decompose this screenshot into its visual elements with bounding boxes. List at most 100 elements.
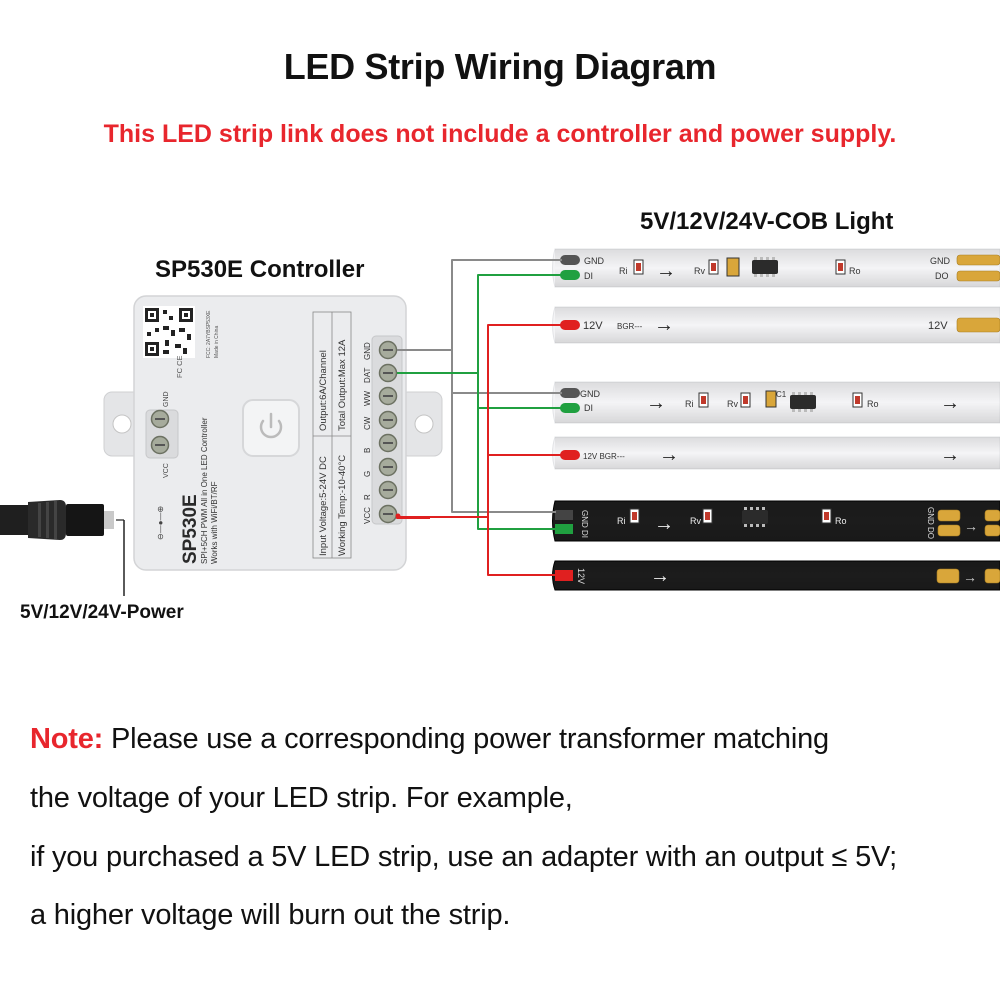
- qr-code: [143, 306, 195, 358]
- strip-1-do-label: DO: [935, 271, 949, 281]
- strip-5-pad-do-a: [937, 524, 961, 537]
- strip-5-arrow-2: →: [964, 518, 978, 534]
- vcc-junction: [395, 513, 401, 519]
- strip-black-power: 12V→→: [552, 560, 1000, 591]
- chip-pin: [792, 409, 795, 412]
- strip-3-rv-label: Rv: [727, 399, 738, 409]
- strip-4-12v-cap: [560, 450, 580, 460]
- strip-2-12v-label: 12V: [583, 320, 603, 332]
- dc-polarity-symbol: ⊖—●—⊕: [156, 506, 165, 540]
- chip-pin: [744, 507, 747, 510]
- strip-1-led-ri-core: [636, 263, 641, 271]
- strip-1-pad-do: [956, 270, 1000, 282]
- strip-5-pad-gnd-b: [984, 509, 1000, 522]
- strip-1-di-cap: [560, 270, 580, 280]
- note-line-4: a higher voltage will burn out the strip…: [30, 899, 511, 931]
- chip-pin: [766, 274, 769, 277]
- controller-small-print: FCC: 2A7YBSP53XE: [206, 310, 212, 358]
- power-terminal-block: GND VCC FC CE ⊖—●—⊕: [145, 356, 184, 540]
- wire-vcc-strip-6: [487, 517, 556, 576]
- wire-gnd-strip-1: [397, 259, 562, 351]
- strip-2-12v-out-label: 12V: [928, 320, 948, 332]
- strip-1-cap: [726, 257, 740, 277]
- strip-5-di-cap: [555, 524, 573, 534]
- strip-3-arrow-2: →: [940, 392, 960, 414]
- wires: [395, 259, 562, 576]
- terminal-label-cw: CW: [363, 416, 372, 430]
- controller-made-in: Made in China: [214, 326, 220, 358]
- chip-pin: [754, 274, 757, 277]
- note-line-2: the voltage of your LED strip. For examp…: [30, 782, 573, 814]
- strip-5-gnd-label: GND DI: [580, 510, 589, 538]
- power-icon: [259, 419, 283, 439]
- dc-power-plug: [0, 500, 125, 596]
- strip-6-12v-label: 12V: [576, 568, 586, 584]
- strip-5-gnd-out-label: GND DO: [926, 507, 935, 539]
- strip-4-arrow-2: →: [940, 444, 960, 466]
- chip-pin: [772, 274, 775, 277]
- plug-sleeve[interactable]: [66, 504, 104, 536]
- strip-3-di-cap: [560, 403, 580, 413]
- chip-pin: [772, 257, 775, 260]
- strip-1-ic: [752, 260, 778, 274]
- strip-1-gnd-out-label: GND: [930, 256, 951, 266]
- chip-pin: [766, 257, 769, 260]
- controller-subtitle-2: Works with WiFi/BT/RF: [210, 481, 219, 564]
- mounting-hole-right: [414, 414, 434, 434]
- strip-5-gnd-cap: [555, 510, 573, 520]
- strip-5-led-ri-core: [632, 512, 637, 520]
- strip-6-pad-a: [936, 568, 960, 584]
- terminal-label-b: B: [363, 448, 372, 453]
- terminal-label-dat: DAT: [363, 367, 372, 383]
- power-terminal-label-vcc: VCC: [163, 463, 170, 478]
- power-label: 5V/12V/24V-Power: [20, 602, 184, 623]
- strip-5-led-ro-core: [824, 512, 829, 520]
- wire-gnd-strip-3: [451, 350, 562, 394]
- cert-marks: FC CE: [175, 356, 184, 379]
- terminal-label-gnd: GND: [363, 342, 372, 360]
- strip-shading: [555, 307, 1000, 343]
- controller-box: GND VCC FC CE ⊖—●—⊕ SP530E SPI+5CH PWM A…: [103, 295, 443, 571]
- note-line-1-text: Please use a corresponding power transfo…: [103, 723, 829, 755]
- strip-6-pad-b: [984, 568, 1000, 584]
- strip-3-ri-label: Ri: [685, 399, 694, 409]
- power-cable: [0, 505, 28, 535]
- strip-1-ro-label: Ro: [849, 266, 861, 276]
- strip-2-12v-cap: [560, 320, 580, 330]
- strip-label: 5V/12V/24V-COB Light: [640, 208, 894, 235]
- strip-3-gnd-cap: [560, 388, 580, 398]
- terminal-label-vcc: VCC: [363, 507, 372, 524]
- strip-5-arrow: →: [654, 513, 674, 535]
- strip-3-gnd-label: GND: [580, 389, 601, 399]
- strip-white-power-2: 12V BGR---→→: [552, 436, 1000, 470]
- strip-5-ro-label: Ro: [835, 516, 847, 526]
- chip-pin: [804, 392, 807, 395]
- spec-output-channel: Output:6A/Channel: [318, 350, 329, 431]
- strip-1-led-ro-core: [838, 263, 843, 271]
- wire-data-strip-1: [397, 274, 562, 374]
- strip-1-led-rv-core: [711, 263, 716, 271]
- chip-pin: [798, 409, 801, 412]
- chip-pin: [744, 524, 747, 527]
- wire-gnd-strip-5: [451, 393, 556, 513]
- controller-print: SP530E SPI+5CH PWM All in One LED Contro…: [180, 310, 220, 564]
- spec-table: Input Voltage:5-24V DC Working Temp:-10-…: [312, 311, 352, 559]
- chip-pin: [798, 392, 801, 395]
- controller-subtitle-1: SPI+5CH PWM All in One LED Controller: [200, 417, 209, 564]
- note-prefix: Note:: [30, 723, 104, 755]
- spec-input-voltage: Input Voltage:5-24V DC: [318, 456, 329, 556]
- spec-total-output: Total Output:Max 12A: [337, 339, 348, 431]
- warning-text: This LED strip link does not include a c…: [103, 120, 897, 148]
- strip-shading: [555, 501, 1000, 541]
- strip-3-led-ri-core: [701, 396, 706, 404]
- strip-3-ic: [790, 395, 816, 409]
- chip-pin: [750, 524, 753, 527]
- strip-5-led-rv-core: [705, 512, 710, 520]
- strip-2-arrow: →: [654, 314, 674, 336]
- strip-3-arrow-1: →: [646, 392, 666, 414]
- strip-3-led-ro-core: [855, 396, 860, 404]
